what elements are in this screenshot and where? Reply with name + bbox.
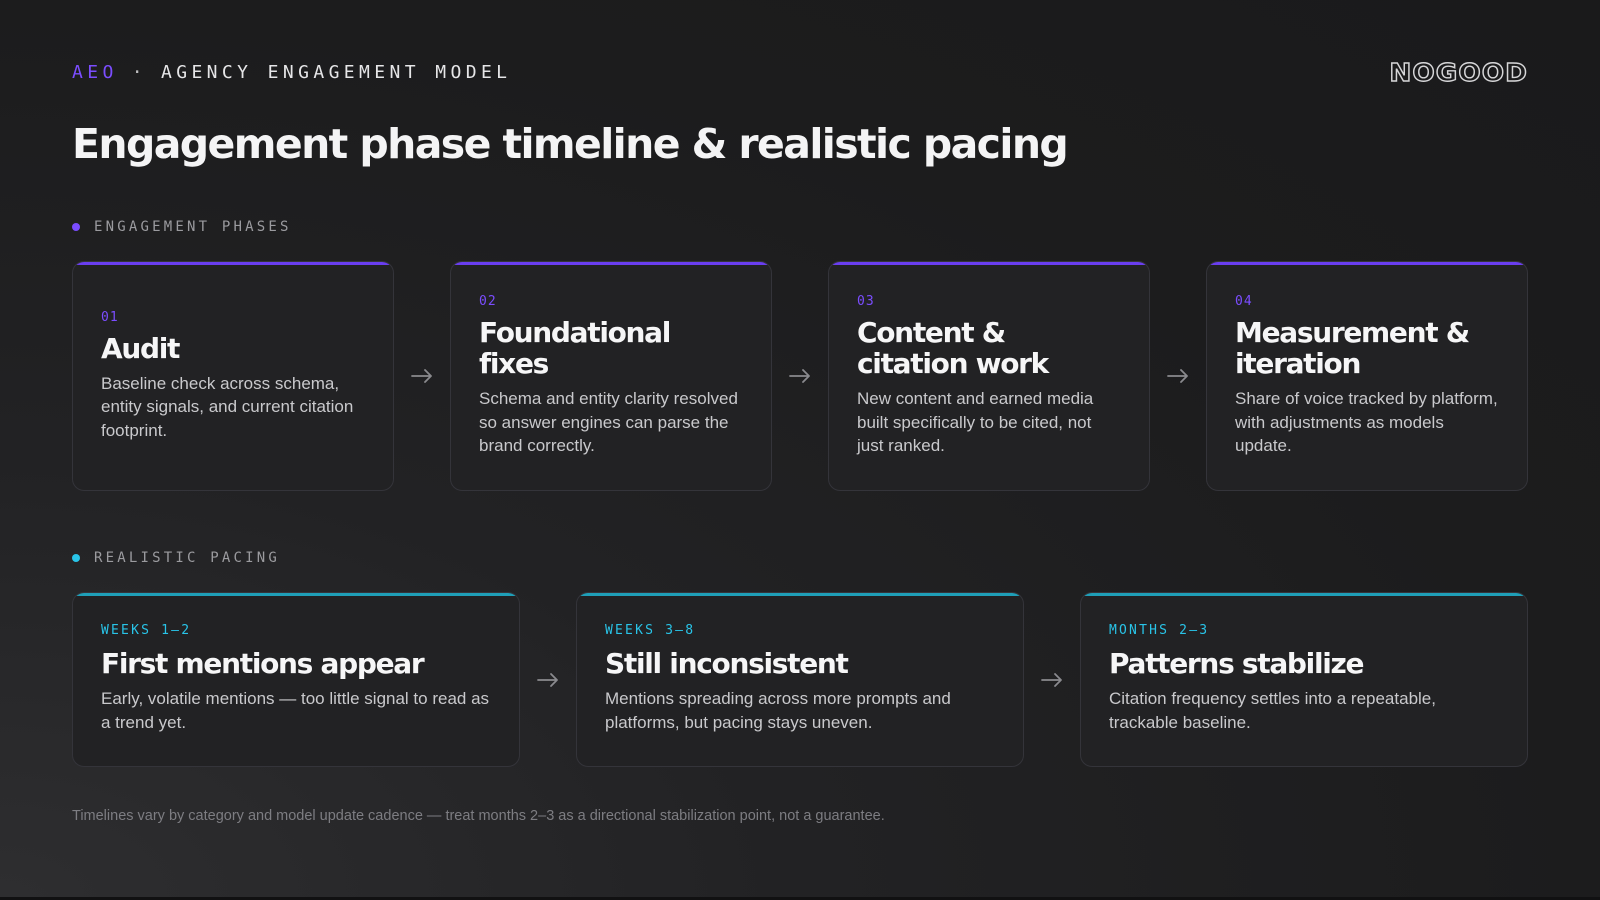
phase-title: Audit — [101, 331, 180, 365]
phase-number: 04 — [1235, 294, 1253, 310]
footnote: Timelines vary by category and model upd… — [72, 808, 885, 824]
pacing-title: Patterns stabilize — [1109, 647, 1365, 680]
phase-title: Measurement & iteration — [1235, 316, 1470, 381]
kicker: AEO · AGENCY ENGAGEMENT MODEL — [72, 62, 511, 83]
pacing-card-still-inconsistent: WEEKS 3–8 Still inconsistent Mentions sp… — [576, 592, 1024, 767]
phase-title: Foundational fixes — [479, 316, 671, 381]
phase-number: 01 — [101, 309, 119, 325]
section-label-text: ENGAGEMENT PHASES — [94, 219, 292, 235]
arrow-right-icon — [1166, 368, 1190, 384]
kicker-accent: AEO — [72, 61, 118, 83]
arrow-right-icon — [410, 368, 434, 384]
phase-card-audit: 01 Audit Baseline check across schema, e… — [72, 261, 394, 491]
phase-description: New content and earned media built speci… — [857, 389, 1094, 456]
pacing-description: Mentions spreading across more prompts a… — [605, 689, 951, 732]
phase-number: 03 — [857, 294, 875, 310]
phase-description: Schema and entity clarity resolved so an… — [479, 389, 738, 456]
section-label-pacing: REALISTIC PACING — [72, 550, 280, 566]
phase-number: 02 — [479, 294, 497, 310]
pacing-timeframe: WEEKS 1–2 — [101, 623, 192, 638]
section-label-phases: ENGAGEMENT PHASES — [72, 219, 292, 235]
arrow-right-icon — [1040, 672, 1064, 688]
pacing-description: Early, volatile mentions — too little si… — [101, 689, 490, 732]
phase-description: Baseline check across schema, entity sig… — [101, 373, 354, 440]
pacing-timeframe: MONTHS 2–3 — [1109, 623, 1210, 638]
pacing-card-first-mentions: WEEKS 1–2 First mentions appear Early, v… — [72, 592, 520, 767]
arrow-right-icon — [788, 368, 812, 384]
phase-title: Content & citation work — [857, 316, 1049, 381]
kicker-separator: · — [131, 61, 147, 83]
phase-description: Share of voice tracked by platform, with… — [1235, 389, 1498, 456]
brand-logo: NOGOOD — [1389, 57, 1528, 87]
bottom-rule — [0, 897, 1600, 900]
page-title: Engagement phase timeline & realistic pa… — [72, 120, 1069, 168]
phase-card-measurement: 04 Measurement & iteration Share of voic… — [1206, 261, 1528, 491]
kicker-text: AGENCY ENGAGEMENT MODEL — [160, 61, 512, 83]
top-bar: AEO · AGENCY ENGAGEMENT MODEL NOGOOD — [72, 57, 1528, 87]
pacing-title: Still inconsistent — [605, 647, 849, 680]
pacing-description: Citation frequency settles into a repeat… — [1109, 689, 1436, 732]
arrow-right-icon — [536, 672, 560, 688]
section-label-text: REALISTIC PACING — [94, 550, 281, 566]
pacing-title: First mentions appear — [101, 647, 425, 680]
dot-icon — [72, 223, 80, 231]
pacing-card-patterns-stabilize: MONTHS 2–3 Patterns stabilize Citation f… — [1080, 592, 1528, 767]
phase-card-content-citation: 03 Content & citation work New content a… — [828, 261, 1150, 491]
dot-icon — [72, 554, 80, 562]
pacing-timeframe: WEEKS 3–8 — [605, 623, 696, 638]
phase-card-foundational-fixes: 02 Foundational fixes Schema and entity … — [450, 261, 772, 491]
